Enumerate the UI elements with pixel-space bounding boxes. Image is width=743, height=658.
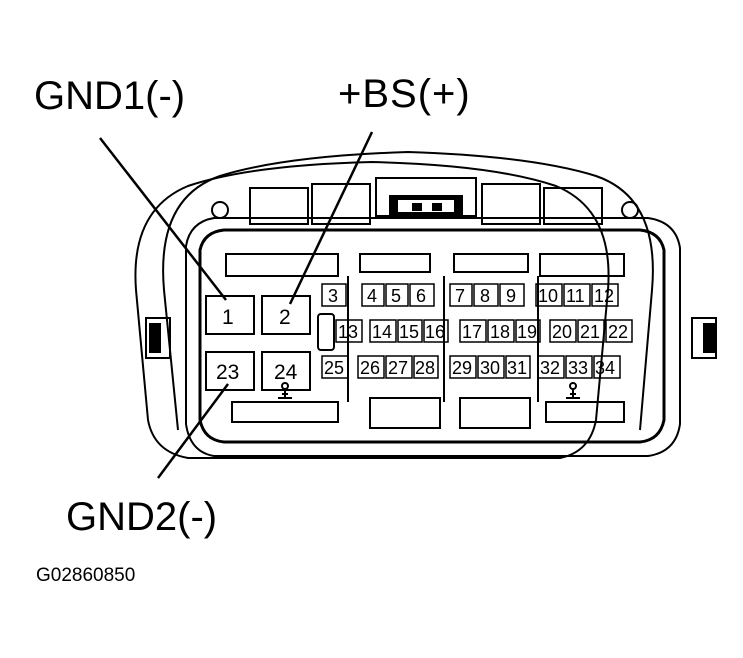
bs-label: +BS(+) (338, 72, 471, 116)
pin-box (205, 295, 255, 335)
leader-gnd1 (99, 137, 227, 301)
small-pins (321, 283, 633, 379)
pin-label: 29 (452, 358, 472, 378)
pin-label: 27 (388, 358, 408, 378)
pin-label: 31 (507, 358, 527, 378)
pin-label: 26 (360, 358, 380, 378)
pin-label: 4 (367, 286, 377, 306)
pin-box (261, 295, 311, 335)
pin-label: 7 (455, 286, 465, 306)
pin-label: 28 (415, 358, 435, 378)
pin-label: 22 (608, 322, 628, 342)
pin-label: 25 (324, 358, 344, 378)
pin-label: 30 (480, 358, 500, 378)
pin-label: 8 (480, 286, 490, 306)
pin-label: 12 (594, 286, 614, 306)
pin-label: 21 (580, 322, 600, 342)
pin-label: 3 (328, 286, 338, 306)
pin-label: 34 (595, 358, 615, 378)
pin-label: 1 (222, 306, 234, 329)
gnd1-label: GND1(-) (34, 74, 186, 118)
pin-label: 24 (274, 361, 298, 384)
pin-label: 18 (490, 322, 510, 342)
leader-bs (288, 131, 374, 305)
pin-label: 15 (399, 322, 419, 342)
gnd2-label: GND2(-) (66, 495, 218, 539)
pin-label: 23 (216, 361, 239, 384)
pin-label: 11 (566, 286, 585, 306)
large-pins (205, 295, 335, 391)
connector-housing (134, 150, 717, 459)
pin-label: 20 (552, 322, 572, 342)
pin-label: 17 (462, 322, 482, 342)
pin-label: 2 (279, 306, 291, 329)
leader-gnd2 (156, 383, 230, 479)
pin-label: 9 (506, 286, 516, 306)
leader-lines (99, 131, 374, 479)
figure-code: G02860850 (36, 565, 136, 586)
pin-label: 32 (540, 358, 560, 378)
pin-label: 13 (338, 322, 358, 342)
pin-label: 14 (372, 322, 392, 342)
pin-label: 10 (538, 286, 558, 306)
pin-label: 33 (568, 358, 588, 378)
pin-label: 5 (391, 286, 401, 306)
pin-label: 6 (416, 286, 426, 306)
latch-tab (317, 313, 335, 351)
pin-box (261, 351, 311, 391)
pin-label: 19 (517, 322, 537, 342)
pin-label: 16 (425, 322, 445, 342)
pin-box (205, 351, 255, 391)
